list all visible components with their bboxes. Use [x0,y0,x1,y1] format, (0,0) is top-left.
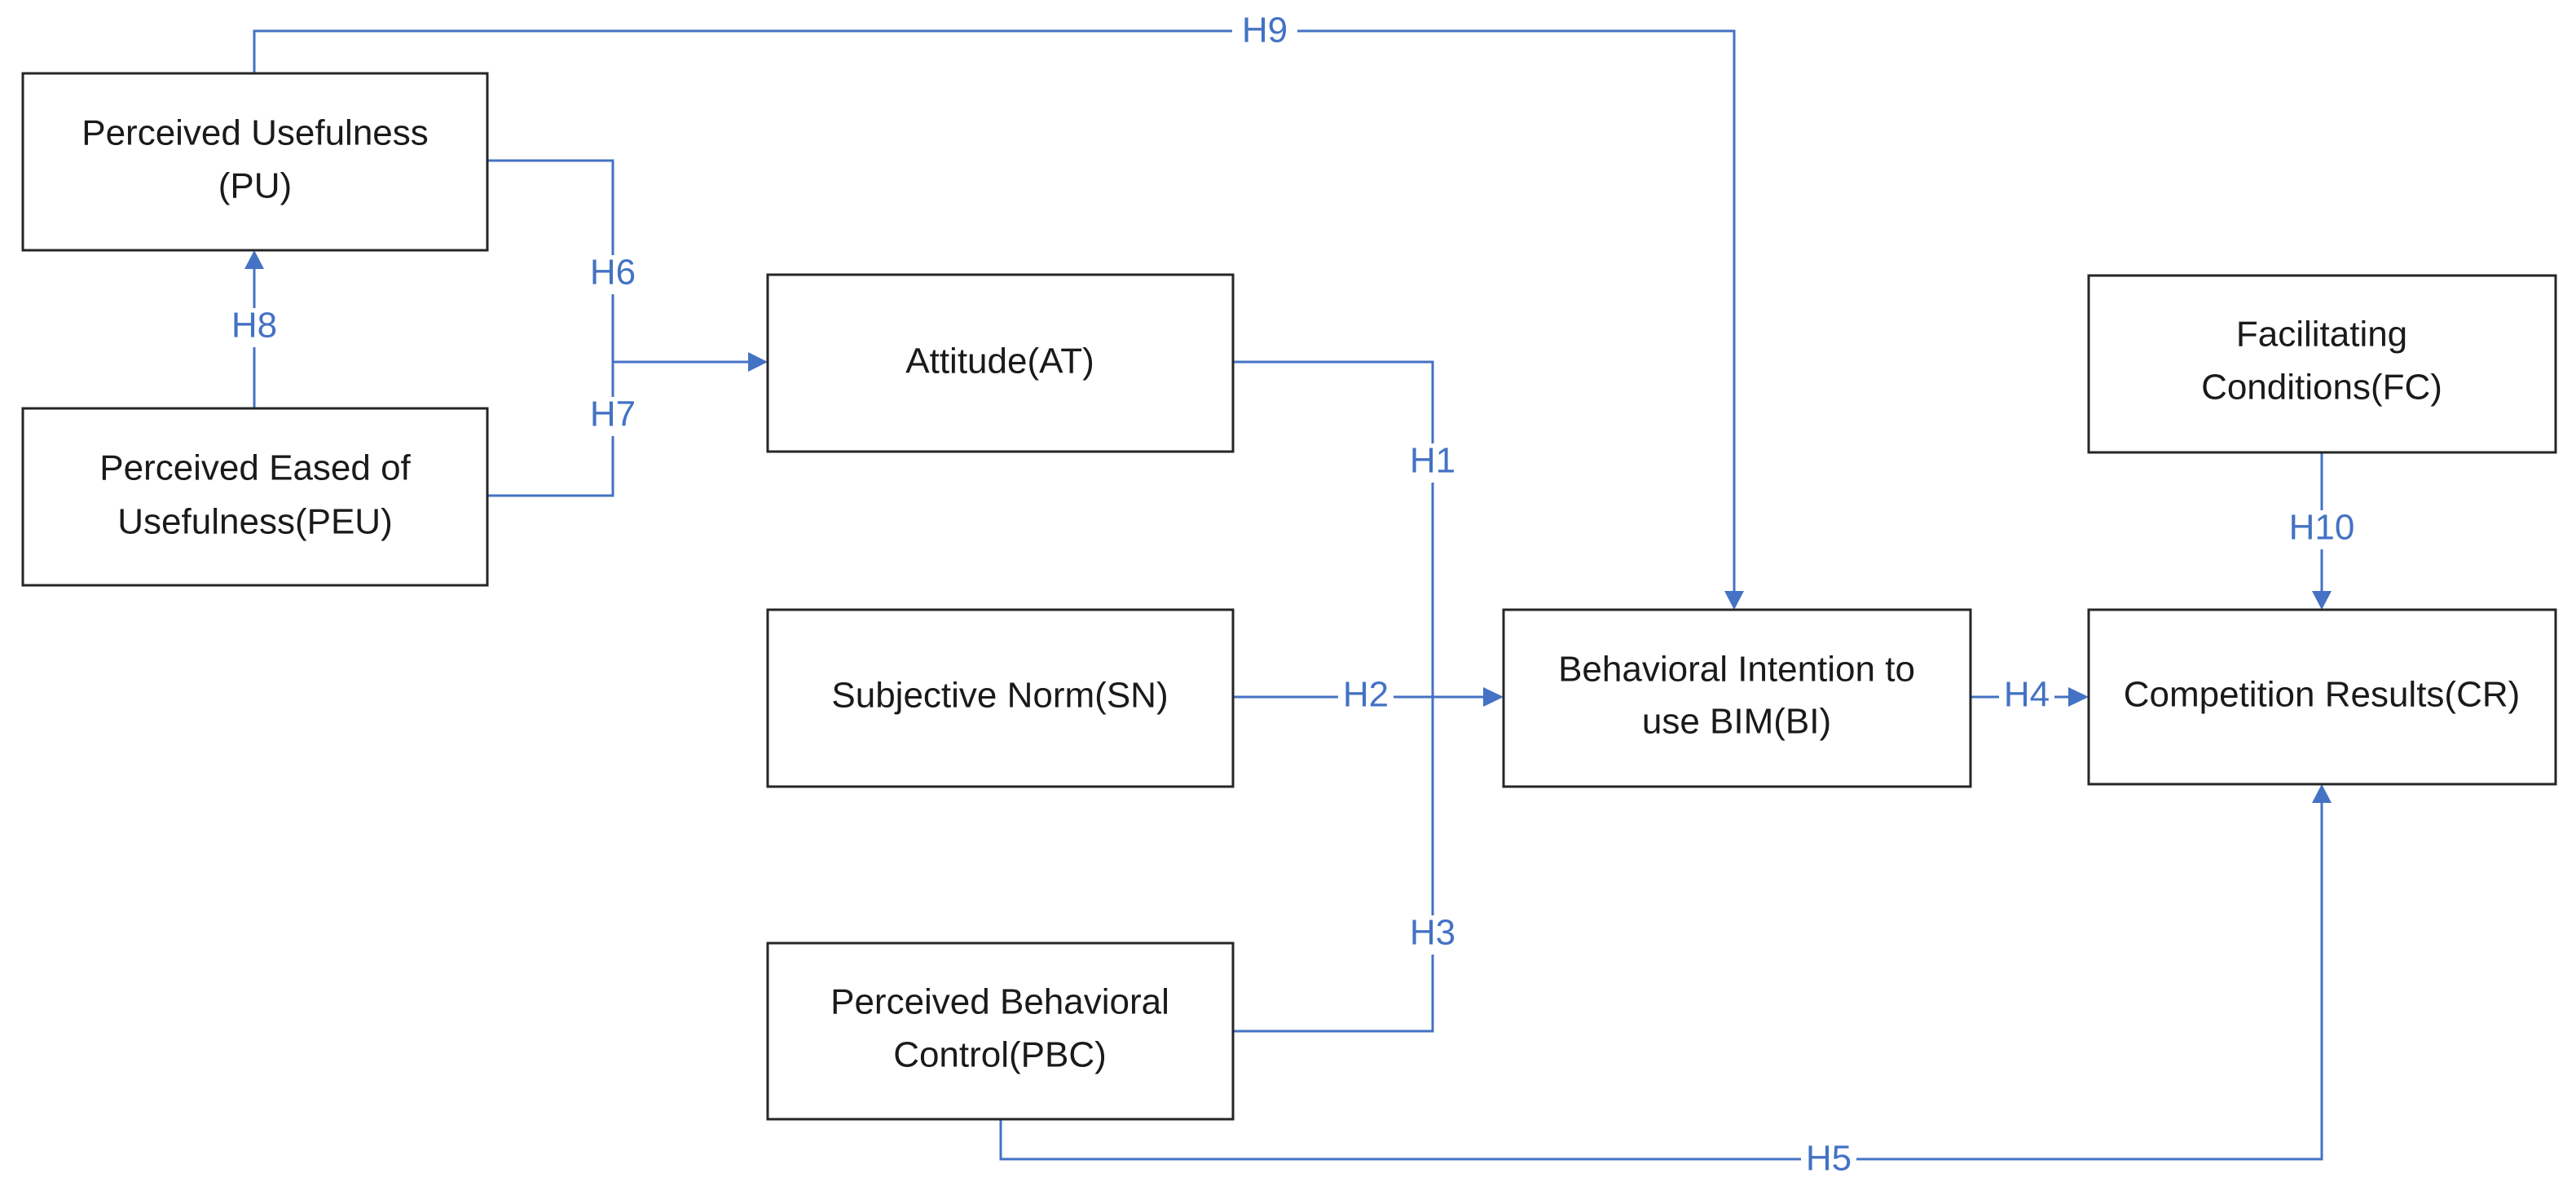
edge-h6-h7-arrowhead [748,352,768,372]
label-h10: H10 [2289,508,2355,548]
node-pu-line2: (PU) [218,166,292,206]
node-sn-line1: Subjective Norm(SN) [831,676,1168,716]
edge-h3 [1233,697,1434,1033]
edge-h5-arrowhead [2312,784,2332,803]
edge-h8-arrowhead [244,250,264,269]
label-h7: H7 [590,395,636,434]
edge-h1-h2-h3-arrowhead [1483,687,1504,707]
node-pu-line1: Perceived Usefulness [81,113,429,153]
node-fc-box [2087,274,2557,454]
node-fc-line2: Conditions(FC) [2201,368,2442,408]
node-peu: Perceived Eased of Usefulness(PEU) [21,407,489,587]
label-h4: H4 [2004,675,2050,715]
node-cr: Competition Results(CR) [2087,608,2557,786]
edge-h5 [999,803,2323,1161]
edge-h9 [253,29,1736,591]
node-pbc-box [766,941,1235,1121]
node-cr-box [2087,608,2557,786]
node-bi-line2: use BIM(BI) [1642,702,1831,742]
node-pbc-line2: Control(PBC) [893,1035,1107,1075]
node-at-box [766,273,1235,453]
node-peu-box [21,407,489,587]
edge-h4-arrowhead [2068,687,2089,707]
node-bi: Behavioral Intention to use BIM(BI) [1502,608,1972,788]
node-fc: Facilitating Conditions(FC) [2087,274,2557,454]
node-pbc-line1: Perceived Behavioral [830,982,1169,1022]
label-h5: H5 [1806,1139,1852,1179]
node-at-line1: Attitude(AT) [905,342,1094,381]
edge-h10-arrowhead [2312,591,2332,610]
edge-h6 [487,159,614,362]
label-h6: H6 [590,253,636,293]
node-pu-box [21,72,489,252]
label-h8: H8 [231,306,277,346]
edge-labels: H9 H6 H7 H8 H1 H2 H3 H4 H10 H5 [227,11,2362,1180]
node-at: Attitude(AT) [766,273,1235,453]
node-fc-line1: Facilitating [2236,315,2407,355]
node-peu-line2: Usefulness(PEU) [117,502,392,542]
label-h9: H9 [1242,11,1288,51]
node-sn: Subjective Norm(SN) [766,608,1235,788]
label-h2: H2 [1343,675,1389,715]
node-pu: Perceived Usefulness (PU) [21,72,489,252]
edge-h9-arrowhead [1724,591,1744,610]
node-bi-box [1502,608,1972,788]
node-peu-line1: Perceived Eased of [99,448,411,488]
edges [244,29,2332,1161]
node-pbc: Perceived Behavioral Control(PBC) [766,941,1235,1121]
label-h1: H1 [1410,441,1455,481]
node-sn-box [766,608,1235,788]
node-cr-line1: Competition Results(CR) [2124,675,2521,715]
label-h3: H3 [1410,913,1455,953]
edge-h1 [1233,360,1434,697]
node-bi-line1: Behavioral Intention to [1558,650,1915,690]
